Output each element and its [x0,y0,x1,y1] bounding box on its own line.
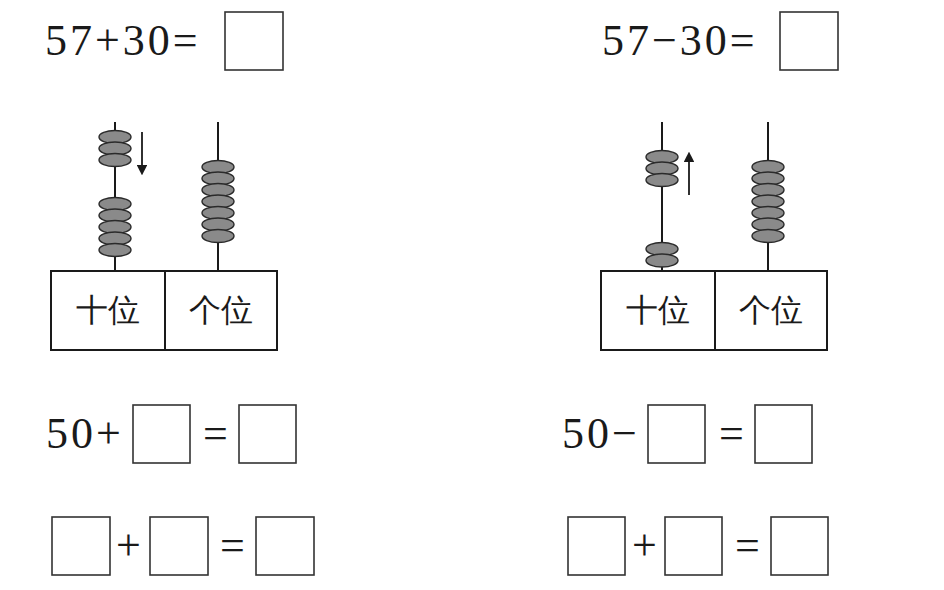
place-label: 十位 [76,289,140,333]
equation-text: 57+30= [45,19,201,63]
equation-text: 50+ [46,412,124,456]
equation-text: 57−30= [602,19,758,63]
motion-arrow [141,132,143,170]
motion-arrow [688,157,690,195]
answer-box [239,405,296,463]
abacus-bead [752,230,784,243]
abacus-bead [99,154,131,167]
answer-box [648,405,705,463]
answer-box [256,517,314,575]
answer-box [52,517,110,575]
answer-box [225,12,283,70]
answer-box [771,517,828,575]
place-label: 十位 [626,289,690,333]
place-value-box: 十位 [50,270,166,351]
place-label: 个位 [189,289,253,333]
place-value-box: 个位 [714,270,828,351]
abacus-bead [646,254,678,267]
answer-box [150,517,208,575]
equation-text: = [719,412,747,456]
answer-box [780,12,838,70]
answer-box [133,405,190,463]
answer-box [568,517,625,575]
abacus-bead [646,174,678,187]
answer-box [755,405,812,463]
equation-text: 50− [562,412,640,456]
equation-text: + [116,524,144,568]
equation-text: = [203,412,231,456]
equation-text: = [735,524,763,568]
place-value-box: 个位 [164,270,278,351]
abacus-bead [99,244,131,257]
answer-box [665,517,722,575]
place-label: 个位 [739,289,803,333]
equation-text: = [220,524,248,568]
abacus-bead [202,230,234,243]
place-value-box: 十位 [600,270,716,351]
equation-text: + [632,524,660,568]
